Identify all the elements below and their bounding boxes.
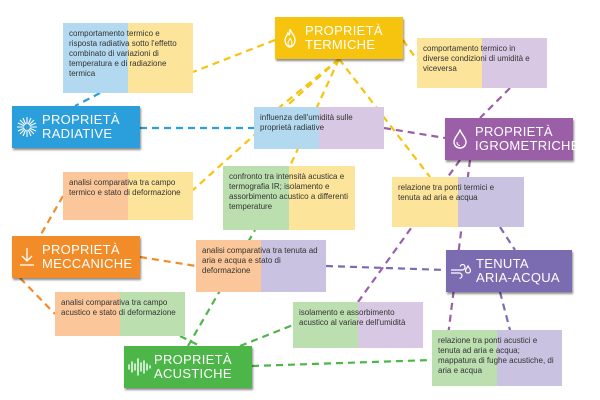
link-igrometriche-note2 [479, 87, 511, 119]
link-acustiche-note8 [179, 335, 201, 347]
hub-proprieta-acustiche: PROPRIETÀ ACUSTICHE [124, 346, 252, 388]
water-drop-icon [445, 129, 475, 149]
hub-proprieta-igrometriche: PROPRIETÀ IGROMETRICHE [445, 118, 579, 160]
note-campo-termico-deformazione: analisi comparativa tra campo termico e … [63, 172, 193, 220]
link-igrometriche-note3 [383, 126, 446, 140]
link-acustiche-note10 [251, 358, 433, 368]
hub-proprieta-termiche: PROPRIETÀ TERMICHE [275, 17, 403, 59]
note-tenuta-deformazione: analisi comparativa tra tenuta ad aria e… [196, 240, 326, 292]
link-tenuta-note10 [498, 291, 512, 331]
link-tenuta-note7 [325, 264, 447, 272]
note-umidita-radiative: influenza dell'umidità sulle proprietà r… [254, 107, 384, 149]
hub-label: PROPRIETÀ MECCANICHE [42, 242, 133, 271]
down-arrow-icon [12, 247, 42, 267]
link-termiche-note2 [402, 39, 418, 61]
flame-icon [275, 28, 305, 48]
note-ponti-acustici: relazione tra ponti acustici e tenuta ad… [432, 330, 562, 386]
hub-proprieta-radiative: PROPRIETÀ RADIATIVE [12, 106, 140, 148]
wind-drops-icon [446, 262, 476, 280]
hub-label: PROPRIETÀ RADIATIVE [42, 112, 120, 141]
link-termiche-note6 [338, 58, 431, 178]
note-ponti-termici: relazione tra ponti termici e tenuta ad … [392, 177, 524, 227]
link-meccaniche-note4 [39, 195, 64, 237]
sunburst-icon [12, 116, 42, 138]
note-campo-acustico-deformazione: analisi comparativa tra campo acustico e… [55, 292, 185, 336]
link-radiative-note1 [74, 92, 101, 107]
hub-label: PROPRIETÀ TERMICHE [305, 23, 383, 52]
note-termico-radiativo: comportamento termico e risposta radiati… [63, 23, 193, 93]
note-termico-umidita: comportamento termico in diverse condizi… [417, 38, 547, 88]
sound-wave-icon [124, 358, 154, 376]
link-meccaniche-note7 [139, 255, 197, 268]
note-acustica-termografia: confronto tra intensità acustica e termo… [223, 166, 355, 230]
link-acustiche-note9 [239, 323, 294, 348]
hub-proprieta-meccaniche: PROPRIETÀ MECCANICHE [12, 236, 140, 278]
link-termiche-note1 [192, 38, 276, 74]
note-isolamento-umidita: isolamento e assorbimento acustico al va… [293, 302, 423, 348]
hub-label: PROPRIETÀ IGROMETRICHE [475, 124, 580, 153]
link-tenuta-note6 [499, 226, 516, 251]
link-meccaniche-note8 [19, 277, 56, 315]
hub-label: PROPRIETÀ ACUSTICHE [154, 352, 232, 381]
hub-tenuta-aria-acqua: TENUTA ARIA-ACQUA [446, 250, 572, 292]
hub-label: TENUTA ARIA-ACQUA [476, 256, 560, 285]
